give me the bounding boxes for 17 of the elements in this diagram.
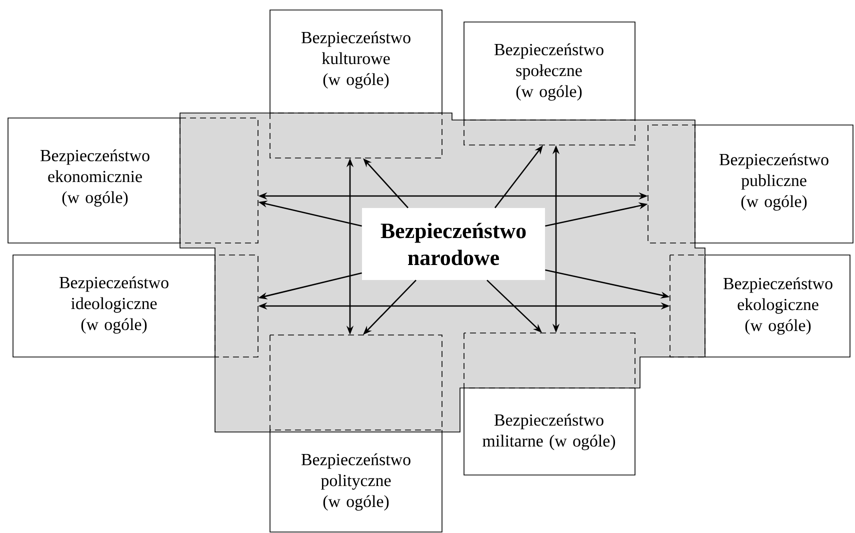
security-box: Bezpieczeństwo ekologiczne (w ogóle) [670, 254, 850, 358]
node-label: Bezpieczeństwo militarne (w ogóle) [482, 414, 616, 450]
security-box: Bezpieczeństwo społeczne (w ogóle) [464, 22, 636, 146]
security-box: Bezpieczeństwo publiczne (w ogóle) [648, 124, 854, 244]
security-box: Bezpieczeństwo polityczne (w ogóle) [270, 334, 442, 532]
security-box: Bezpieczeństwo kulturowe (w ogóle) [270, 10, 442, 158]
security-box: Bezpieczeństwo ideologiczne (w ogóle) [12, 254, 258, 358]
security-box: Bezpieczeństwo ekonomicznie (w ogóle) [8, 118, 258, 244]
node-label: Bezpieczeństwo społeczne (w ogóle) [494, 43, 604, 101]
central-box: Bezpieczeństwo narodowe [362, 208, 545, 280]
node-label: Bezpieczeństwo ekologiczne (w ogóle) [723, 277, 832, 335]
node-label: Bezpieczeństwo ideologiczne (w ogóle) [59, 276, 168, 334]
node-label: Bezpieczeństwo ekonomicznie (w ogóle) [40, 149, 150, 207]
node-label: Bezpieczeństwo kulturowe (w ogóle) [301, 31, 410, 89]
node-label: Bezpieczeństwo publiczne (w ogóle) [719, 153, 828, 211]
node-label: Bezpieczeństwo polityczne (w ogóle) [301, 453, 410, 511]
security-box: Bezpieczeństwo militarne (w ogóle) [464, 332, 636, 476]
